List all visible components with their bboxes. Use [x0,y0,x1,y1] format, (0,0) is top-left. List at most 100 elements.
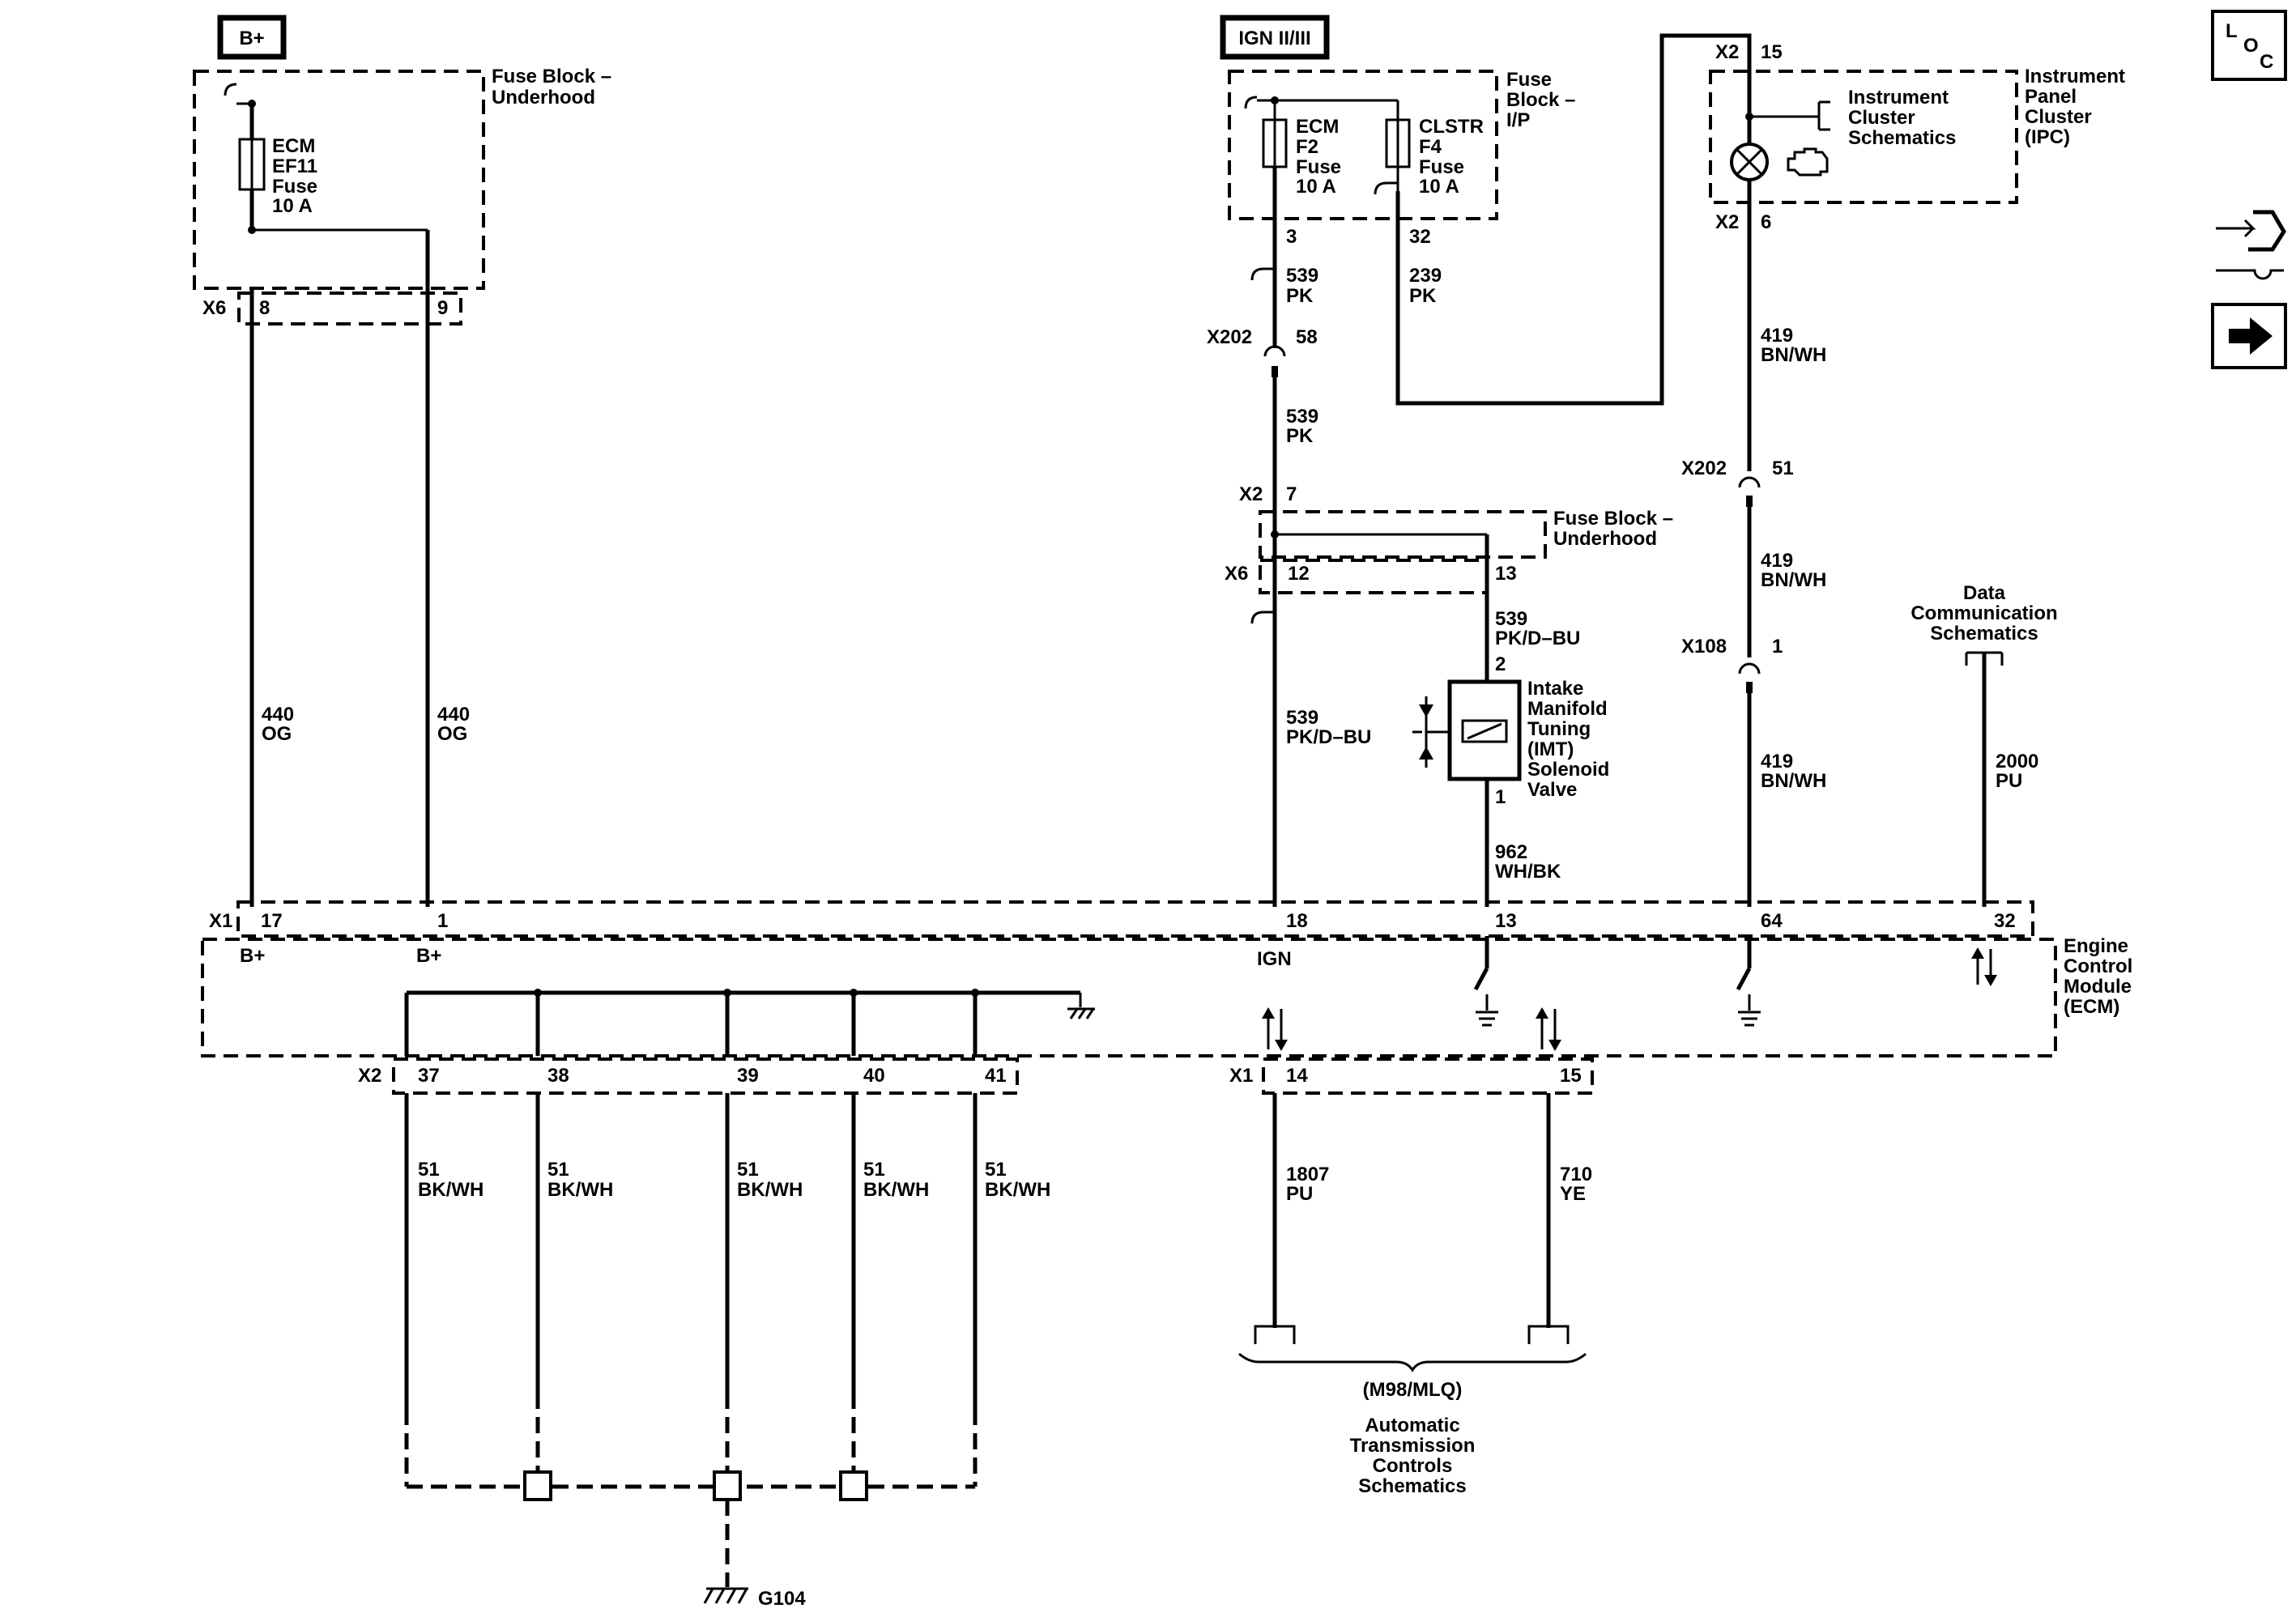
svg-text:419: 419 [1761,751,1793,772]
svg-text:419: 419 [1761,325,1793,347]
ground-g104-icon [703,1587,748,1604]
loc-button[interactable]: L O C [2211,10,2287,81]
svg-text:Tuning: Tuning [1527,718,1591,740]
svg-text:BK/WH: BK/WH [737,1179,803,1201]
svg-text:OG: OG [262,723,292,745]
svg-text:Manifold: Manifold [1527,698,1608,720]
svg-text:BN/WH: BN/WH [1761,569,1826,591]
svg-text:ECM: ECM [1296,116,1339,138]
fuse-ef11-icon [238,138,266,191]
svg-text:8: 8 [259,297,270,319]
svg-text:B+: B+ [240,945,265,967]
transmission-wires: 1807 PU 710 YE (M98/MLQ) Automatic Trans… [1238,1093,1592,1497]
chassis-ground-icon [1067,1007,1095,1019]
svg-text:539: 539 [1286,406,1318,428]
fuse-block-underhood-2: X2 7 Fuse Block – Underhood X6 12 13 [1225,483,1673,594]
bidirectional-arrow-icon [1262,1007,1288,1051]
svg-text:Fuse: Fuse [1419,156,1464,178]
svg-text:18: 18 [1286,910,1308,932]
svg-text:710: 710 [1560,1164,1592,1185]
svg-text:10 A: 10 A [272,195,313,217]
ign-label: IGN II/III [1238,28,1310,49]
svg-text:(M98/MLQ): (M98/MLQ) [1363,1379,1463,1401]
svg-text:X1: X1 [1229,1065,1253,1087]
wire-419: 419 BN/WH X202 51 419 BN/WH X108 1 419 B… [1681,202,1826,907]
svg-text:X2: X2 [1239,483,1263,505]
svg-text:Fuse: Fuse [1296,156,1341,178]
svg-text:64: 64 [1761,910,1783,932]
svg-text:Engine: Engine [2064,935,2128,957]
svg-text:Module: Module [2064,976,2132,998]
svg-text:Fuse Block –: Fuse Block – [492,66,611,87]
connector-x202-58: X202 58 [1207,326,1318,377]
svg-text:40: 40 [863,1065,885,1087]
svg-text:32: 32 [1994,910,2016,932]
svg-text:38: 38 [547,1065,569,1087]
fuse-f4-icon [1385,118,1411,168]
svg-text:58: 58 [1296,326,1318,348]
svg-text:(IPC): (IPC) [2025,126,2070,148]
svg-text:BK/WH: BK/WH [547,1179,613,1201]
svg-text:F4: F4 [1419,136,1442,158]
engine-control-module: X1 17 1 18 13 64 32 B+ B+ IGN Engine Con… [201,900,2132,1095]
svg-text:ECM: ECM [272,135,315,157]
svg-text:Schematics: Schematics [1358,1475,1466,1497]
svg-text:Block –: Block – [1506,89,1575,111]
svg-text:WH/BK: WH/BK [1495,861,1561,883]
svg-text:539: 539 [1286,707,1318,729]
bidirectional-arrow-icon [1971,947,1997,986]
data-communication-ref: Data Communication Schematics 2000 PU [1910,582,2058,907]
svg-text:YE: YE [1560,1183,1586,1205]
svg-text:L: L [2226,20,2238,42]
imt-solenoid-valve: Intake Manifold Tuning (IMT) Solenoid Va… [1412,678,1609,808]
svg-text:2000: 2000 [1996,751,2038,772]
svg-text:X2: X2 [1715,211,1739,233]
svg-text:Automatic: Automatic [1365,1415,1459,1436]
svg-text:O: O [2243,35,2259,57]
svg-text:X2: X2 [358,1065,381,1087]
svg-text:BN/WH: BN/WH [1761,344,1826,366]
svg-text:14: 14 [1286,1065,1308,1087]
ground-icon [1476,1011,1498,1027]
svg-text:37: 37 [418,1065,440,1087]
svg-text:1807: 1807 [1286,1164,1329,1185]
svg-text:BK/WH: BK/WH [863,1179,929,1201]
svg-text:51: 51 [863,1159,885,1181]
svg-text:Schematics: Schematics [1848,127,1956,149]
svg-text:962: 962 [1495,841,1527,863]
svg-text:PU: PU [1286,1183,1313,1205]
svg-text:Control: Control [2064,955,2132,977]
svg-text:1: 1 [1772,636,1783,657]
svg-text:Fuse Block –: Fuse Block – [1553,508,1673,530]
svg-text:239: 239 [1409,265,1442,287]
svg-text:(IMT): (IMT) [1527,738,1574,760]
svg-text:6: 6 [1761,211,1771,233]
svg-text:X2: X2 [1715,41,1739,63]
svg-text:Fuse: Fuse [272,176,317,198]
svg-text:13: 13 [1495,563,1517,585]
svg-text:X1: X1 [209,910,232,932]
svg-text:IGN: IGN [1257,948,1292,970]
fuse-block-ip: Fuse Block – I/P ECM F2 Fuse 10 A CLSTR … [1228,69,1575,248]
next-page-arrow-icon[interactable] [2211,303,2287,369]
svg-text:BK/WH: BK/WH [985,1179,1050,1201]
svg-text:PK: PK [1409,285,1437,307]
svg-text:2: 2 [1495,653,1506,675]
svg-text:9: 9 [437,297,448,319]
svg-text:17: 17 [261,910,283,932]
svg-text:51: 51 [547,1159,569,1181]
svg-text:F2: F2 [1296,136,1318,158]
svg-text:X108: X108 [1681,636,1727,657]
svg-text:Underhood: Underhood [1553,528,1657,550]
svg-text:419: 419 [1761,550,1793,572]
wire-539-imt: 539 PK/D–BU 2 [1485,559,1580,682]
svg-text:10 A: 10 A [1296,176,1336,198]
svg-text:10 A: 10 A [1419,176,1459,198]
svg-text:1: 1 [437,910,448,932]
svg-text:X202: X202 [1207,326,1252,348]
svg-text:Controls: Controls [1373,1455,1453,1477]
bplus-label: B+ [239,28,264,49]
svg-text:539: 539 [1495,608,1527,630]
diagnostic-tool-icon[interactable] [2216,210,2286,280]
wire-962: 962 WH/BK [1485,779,1561,907]
